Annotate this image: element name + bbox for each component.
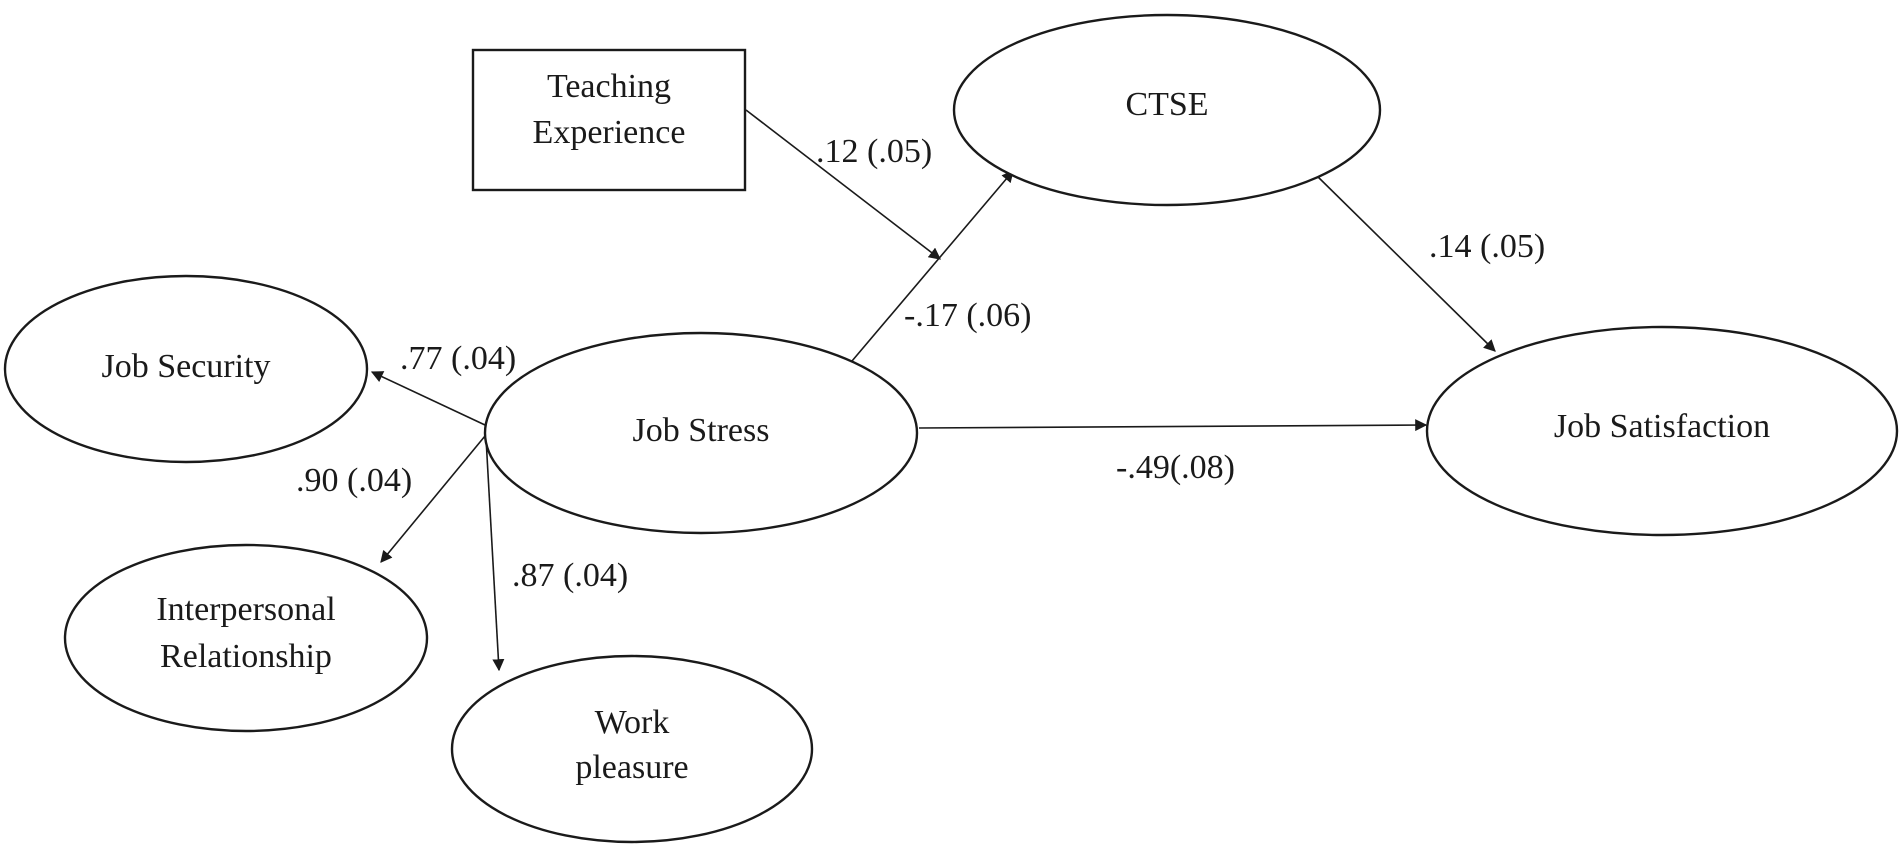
- nodes: Teaching Experience CTSE Job Security Jo…: [3, 13, 1899, 844]
- work-pleasure-ellipse: [450, 654, 814, 844]
- node-interpersonal-relationship: Interpersonal Relationship: [63, 543, 429, 733]
- edges: [370, 109, 1496, 672]
- edge-job-stress-to-ctse: [851, 170, 1014, 362]
- ctse-ellipse: [952, 13, 1382, 207]
- teaching-experience-label-line2: Experience: [533, 114, 686, 151]
- edge-label-job-stress-to-work-pleasure: .87 (.04): [512, 557, 628, 594]
- edge-label-ctse-to-job-satisfaction: .14 (.05): [1429, 228, 1545, 265]
- node-ctse: CTSE: [952, 13, 1382, 207]
- work-pleasure-label-line2: pleasure: [575, 749, 688, 786]
- edge-job-stress-to-job-security: [370, 371, 486, 426]
- edge-teaching-experience-moderation: [745, 109, 941, 260]
- job-stress-label: Job Stress: [633, 412, 770, 449]
- edge-label-job-stress-to-ctse: -.17 (.06): [904, 297, 1031, 334]
- edge-job-stress-to-job-satisfaction: [918, 419, 1428, 432]
- ctse-label: CTSE: [1125, 86, 1208, 123]
- work-pleasure-label-line1: Work: [595, 704, 670, 741]
- node-job-security: Job Security: [3, 274, 369, 464]
- node-work-pleasure: Work pleasure: [450, 654, 814, 844]
- edge-label-job-stress-to-job-satisfaction: -.49(.08): [1116, 449, 1235, 486]
- job-satisfaction-ellipse: [1425, 325, 1899, 537]
- job-security-label: Job Security: [101, 348, 270, 385]
- job-stress-ellipse: [483, 331, 919, 535]
- interpersonal-relationship-ellipse: [63, 543, 429, 733]
- node-job-satisfaction: Job Satisfaction: [1425, 325, 1899, 537]
- edge-label-job-stress-to-interpersonal-relationship: .90 (.04): [296, 462, 412, 499]
- job-satisfaction-label: Job Satisfaction: [1554, 408, 1770, 445]
- edge-ctse-to-job-satisfaction: [1313, 172, 1496, 352]
- node-teaching-experience: Teaching Experience: [471, 48, 747, 192]
- interpersonal-relationship-label-line1: Interpersonal: [156, 591, 335, 628]
- teaching-experience-box: [471, 48, 747, 192]
- edge-label-teaching-experience-moderation: .12 (.05): [816, 133, 932, 170]
- edge-job-stress-to-interpersonal-relationship: [380, 435, 486, 563]
- node-job-stress: Job Stress: [483, 331, 919, 535]
- edge-job-stress-to-work-pleasure: [485, 437, 505, 672]
- interpersonal-relationship-label-line2: Relationship: [160, 638, 332, 675]
- teaching-experience-label-line1: Teaching: [547, 68, 671, 105]
- job-security-ellipse: [3, 274, 369, 464]
- edge-label-job-stress-to-job-security: .77 (.04): [400, 340, 516, 377]
- edge-labels: .12 (.05) .14 (.05) -.17 (.06) .77 (.04)…: [296, 133, 1545, 594]
